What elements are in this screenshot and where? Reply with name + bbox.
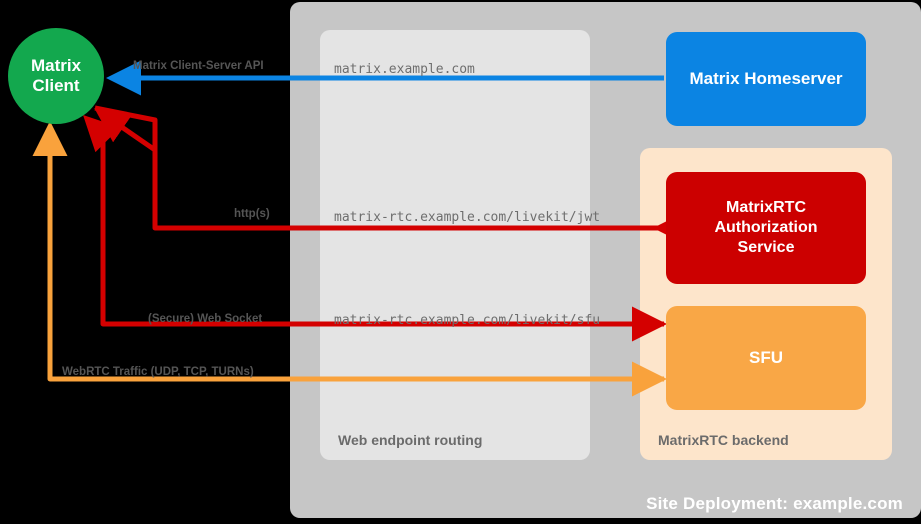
matrixrtc-backend-label: MatrixRTC backend <box>658 432 789 448</box>
edge-https-to-client <box>94 108 157 153</box>
edge-label-https: http(s) <box>234 208 270 220</box>
endpoint-livekit-sfu: matrix-rtc.example.com/livekit/sfu <box>334 313 601 328</box>
web-endpoint-routing-label: Web endpoint routing <box>338 432 483 448</box>
endpoint-livekit-jwt: matrix-rtc.example.com/livekit/jwt <box>334 210 601 225</box>
site-deployment-label: Site Deployment: example.com <box>646 494 903 513</box>
sfu-label: SFU <box>749 348 783 367</box>
endpoint-matrix-example-com: matrix.example.com <box>334 62 475 77</box>
node-matrix-homeserver[interactable]: Matrix Homeserver <box>666 32 866 126</box>
edge-label-webrtc: WebRTC Traffic (UDP, TCP, TURNs) <box>62 366 254 378</box>
matrix-homeserver-label: Matrix Homeserver <box>689 69 843 88</box>
node-sfu[interactable]: SFU <box>666 306 866 410</box>
edge-label-websocket: (Secure) Web Socket <box>148 313 263 325</box>
edge-label-cs-api: Matrix Client-Server API <box>133 60 264 72</box>
web-endpoint-routing-container: Web endpoint routing <box>320 30 590 460</box>
